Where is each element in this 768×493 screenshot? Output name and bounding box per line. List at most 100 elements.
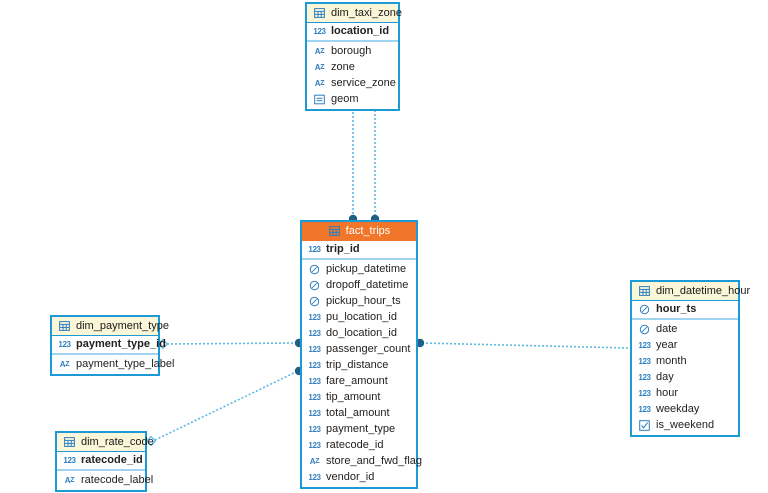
relationship-rel-taxi-zone-do[interactable] — [369, 99, 381, 224]
entity-title: dim_taxi_zone — [331, 6, 402, 19]
entity-header-dim_rate_code[interactable]: dim_rate_code — [57, 433, 154, 452]
field-row[interactable]: 123 fare_amount — [302, 373, 416, 389]
entity-header-dim_taxi_zone[interactable]: dim_taxi_zone — [307, 4, 402, 23]
number-icon: 123 — [308, 328, 321, 338]
primary-key-row[interactable]: 123 ratecode_id — [57, 452, 145, 471]
table-grid-icon — [63, 436, 76, 449]
field-label: payment_type — [326, 422, 396, 435]
field-label: service_zone — [331, 76, 396, 89]
field-label: payment_type_label — [76, 357, 175, 370]
number-icon: 123 — [308, 440, 321, 450]
field-row[interactable]: 123 day — [632, 369, 738, 385]
field-label: date — [656, 322, 678, 335]
number-icon: 123 — [638, 404, 651, 414]
field-row[interactable]: pickup_datetime — [302, 261, 416, 277]
number-icon: 123 — [63, 456, 76, 465]
checkbox-icon — [638, 419, 651, 432]
table-grid-icon — [313, 7, 326, 20]
field-label: day — [656, 370, 674, 383]
field-row[interactable]: is_weekend — [632, 417, 738, 433]
entity-header-dim_datetime_hour[interactable]: dim_datetime_hour — [632, 282, 750, 301]
field-label: ratecode_id — [326, 438, 384, 451]
entity-header-fact_trips[interactable]: fact_trips — [302, 222, 416, 241]
field-row[interactable]: date — [632, 321, 738, 337]
clock-icon — [308, 279, 321, 292]
field-row[interactable]: pickup_hour_ts — [302, 293, 416, 309]
number-icon: 123 — [638, 356, 651, 366]
number-icon: 123 — [308, 245, 321, 254]
number-icon: 123 — [58, 340, 71, 349]
field-label: zone — [331, 60, 355, 73]
field-label: location_id — [331, 25, 390, 37]
field-label: ratecode_id — [81, 454, 143, 466]
field-row[interactable]: 123 do_location_id — [302, 325, 416, 341]
blob-icon — [313, 93, 326, 106]
number-icon: 123 — [308, 376, 321, 386]
entity-title: dim_rate_code — [81, 435, 154, 448]
primary-key-row[interactable]: 123 payment_type_id — [52, 336, 166, 355]
field-label: pu_location_id — [326, 310, 397, 323]
field-label: dropoff_datetime — [326, 278, 409, 291]
field-label: is_weekend — [656, 418, 715, 431]
table-grid-icon — [328, 225, 341, 238]
field-row[interactable]: geom — [307, 91, 398, 107]
table-grid-icon — [58, 320, 71, 333]
field-label: hour_ts — [656, 303, 697, 315]
field-label: passenger_count — [326, 342, 411, 355]
number-icon: 123 — [638, 372, 651, 382]
number-icon: 123 — [308, 408, 321, 418]
field-label: fare_amount — [326, 374, 388, 387]
primary-key-row[interactable]: hour_ts — [632, 301, 738, 320]
relationship-rel-datetime-hour[interactable] — [415, 338, 629, 349]
entity-title: fact_trips — [345, 224, 391, 237]
entity-header-dim_payment_type[interactable]: dim_payment_type — [52, 317, 169, 336]
field-label: vendor_id — [326, 470, 375, 483]
field-label: do_location_id — [326, 326, 397, 339]
entity-title: dim_datetime_hour — [656, 284, 751, 297]
clock-icon — [638, 323, 651, 336]
number-icon: 123 — [638, 340, 651, 350]
field-label: payment_type_id — [76, 338, 166, 350]
field-row[interactable]: 123 ratecode_id — [302, 437, 416, 453]
clock-icon — [638, 303, 651, 316]
field-label: borough — [331, 44, 372, 57]
relationship-rel-payment-type[interactable] — [157, 338, 304, 350]
field-label: geom — [331, 92, 359, 105]
relationship-rel-rate-code[interactable] — [145, 366, 304, 447]
field-row[interactable]: dropoff_datetime — [302, 277, 416, 293]
relationship-rel-taxi-zone-pu[interactable] — [348, 104, 358, 224]
